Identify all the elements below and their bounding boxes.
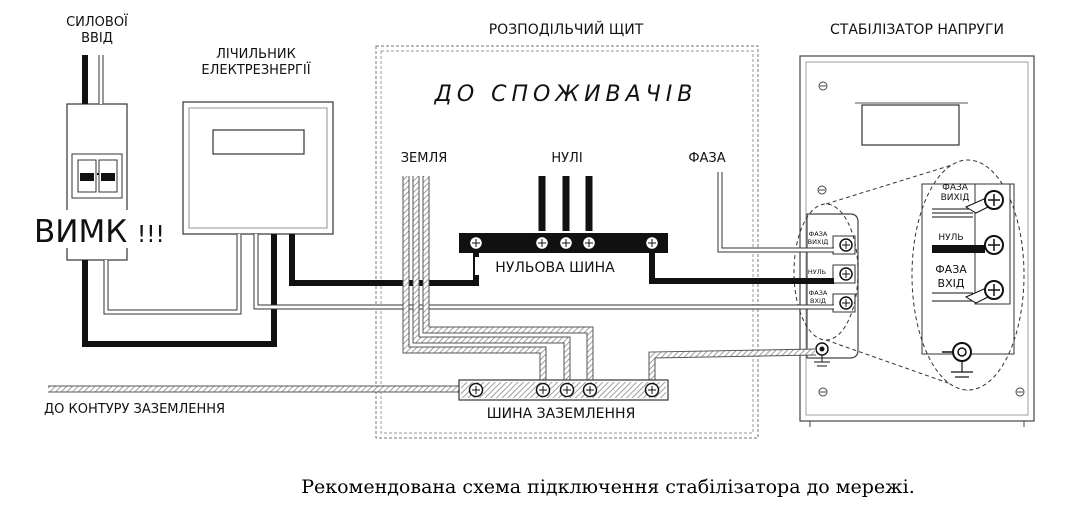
zoom-screw-icon	[964, 280, 1004, 304]
bus-screw-icon	[468, 235, 484, 251]
bus-screw-icon	[535, 382, 551, 398]
zoom-neutral-label: НУЛЬ	[938, 233, 963, 243]
neutral-bus-label-bg	[475, 257, 635, 275]
terminal-screw-icon	[832, 293, 856, 313]
zoom-screw-icon	[964, 190, 1004, 214]
ground-label: ЗЕМЛЯ	[401, 151, 448, 166]
neutral-bus-label: НУЛЬОВА ШИНА	[495, 260, 615, 276]
ground-bus-label: ШИНА ЗАЗЕМЛЕННЯ	[487, 406, 636, 422]
bus-screw-icon	[559, 382, 575, 398]
terminal-neutral-label: НУЛЬ	[808, 268, 826, 276]
svg-text:ФАЗА: ФАЗА	[809, 230, 828, 238]
svg-text:ФАЗА: ФАЗА	[809, 289, 828, 297]
bus-screw-icon	[644, 382, 660, 398]
bus-screw-icon	[534, 235, 550, 251]
screw-icon	[818, 387, 828, 397]
svg-text:ФАЗА: ФАЗА	[942, 183, 969, 193]
neutrals-label: НУЛІ	[551, 151, 582, 166]
breaker-label: ВИМК	[34, 214, 127, 250]
zoom-phase-in-label: ФАЗА ВХІД	[935, 263, 967, 290]
electricity-meter	[182, 101, 334, 235]
distribution-panel-inner	[380, 50, 754, 434]
to-consumers-label: ДО СПОЖИВАЧІВ	[434, 82, 698, 107]
bus-screw-icon	[644, 235, 660, 251]
svg-text:ЕЛЕКТРЕЗНЕРГІЇ: ЕЛЕКТРЕЗНЕРГІЇ	[201, 62, 310, 78]
screw-icon	[1015, 387, 1025, 397]
bus-screw-icon	[581, 235, 597, 251]
screw-icon	[817, 185, 827, 195]
distribution-panel-outer	[375, 45, 759, 439]
zoom-phase-out-label: ФАЗА ВИХІД	[941, 183, 970, 203]
terminal-screw-icon	[832, 264, 856, 284]
svg-text:ВХІД: ВХІД	[938, 277, 965, 290]
breaker-warning-mark: !!!	[137, 222, 165, 248]
svg-text:СИЛОВОЇ: СИЛОВОЇ	[66, 14, 128, 30]
terminal-screw-icon	[832, 235, 856, 255]
zoom-ground-icon	[942, 342, 973, 378]
breaker-label-bg	[28, 210, 166, 248]
power-input-label: СИЛОВОЇ ВВІД	[66, 14, 128, 46]
meter-label: ЛІЧИЛЬНИК ЕЛЕКТРЕЗНЕРГІЇ	[201, 47, 310, 78]
terminal-phase-in-label: ФАЗА ВХІД	[809, 289, 828, 305]
wiring	[48, 55, 834, 393]
panel-title: РОЗПОДІЛЬЧИЙ ЩИТ	[489, 20, 644, 38]
terminal-phase-out-label: ФАЗА ВИХІД	[808, 230, 829, 246]
screw-icon	[818, 81, 828, 91]
stabilizer-title: СТАБІЛІЗАТОР НАПРУГИ	[830, 22, 1004, 38]
zoom-screw-icon	[984, 235, 1004, 255]
svg-text:ВВІД: ВВІД	[81, 31, 113, 46]
svg-text:ВХІД: ВХІД	[810, 297, 826, 305]
svg-text:ЛІЧИЛЬНИК: ЛІЧИЛЬНИК	[216, 47, 296, 62]
svg-text:ВИХІД: ВИХІД	[808, 238, 829, 246]
meter-display	[212, 129, 305, 155]
ground-terminal-icon	[814, 342, 830, 367]
svg-text:ВИХІД: ВИХІД	[941, 193, 970, 203]
ground-loop-label: ДО КОНТУРУ ЗАЗЕМЛЕННЯ	[44, 402, 225, 417]
phase-label: ФАЗА	[688, 151, 725, 166]
bus-screw-icon	[468, 382, 484, 398]
stabilizer-display	[861, 104, 960, 146]
svg-text:ФАЗА: ФАЗА	[935, 263, 967, 276]
diagram-caption: Рекомендована схема підключення стабіліз…	[301, 476, 915, 498]
bus-screw-icon	[582, 382, 598, 398]
bus-screw-icon	[558, 235, 574, 251]
